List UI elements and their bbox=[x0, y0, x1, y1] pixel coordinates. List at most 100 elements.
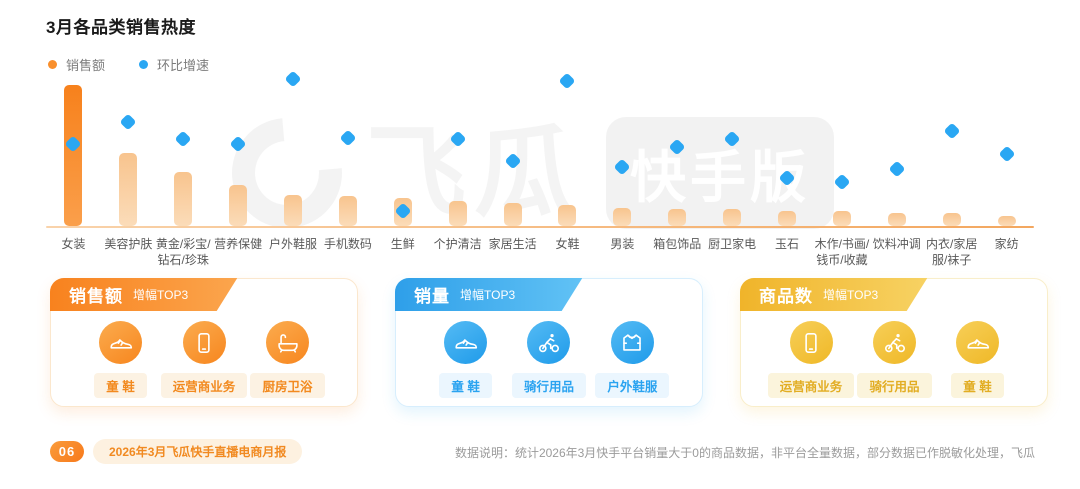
top3-item-label: 童 鞋 bbox=[951, 373, 1004, 398]
top3-item: 童 鞋 bbox=[936, 321, 1019, 398]
top3-item: 童 鞋 bbox=[424, 321, 507, 398]
sales-bar[interactable] bbox=[174, 172, 193, 226]
chart-column bbox=[760, 72, 815, 226]
sales-bar[interactable] bbox=[887, 213, 906, 226]
category-sales-chart: 女装美容护肤黄金/彩宝/ 钻石/珍珠营养保健户外鞋服手机数码生鲜个护清洁家居生活… bbox=[46, 70, 1034, 268]
top3-item-label: 运营商业务 bbox=[160, 373, 248, 398]
card-items: 童 鞋 运营商业务 厨房卫浴 bbox=[51, 321, 357, 398]
legend-item-sales[interactable]: 销售额 bbox=[48, 55, 105, 74]
chart-column bbox=[430, 72, 485, 226]
smartphone-icon bbox=[182, 321, 226, 364]
sales-bar[interactable] bbox=[832, 210, 851, 226]
legend-sales-label: 销售额 bbox=[66, 58, 106, 73]
top3-cards: 销售额 增幅TOP3 童 鞋 运营商业务 厨房卫浴 销量 bbox=[50, 278, 1048, 407]
top3-item: 厨房卫浴 bbox=[246, 321, 329, 398]
top3-card-product-count: 商品数 增幅TOP3 运营商业务 骑行用品 童 鞋 bbox=[740, 278, 1048, 407]
growth-dot[interactable] bbox=[888, 160, 906, 178]
sales-bar[interactable] bbox=[558, 204, 577, 226]
growth-dot[interactable] bbox=[998, 145, 1016, 163]
chart-column bbox=[320, 72, 375, 226]
page-title: 3月各品类销售热度 bbox=[46, 18, 196, 37]
jacket-icon bbox=[610, 321, 654, 364]
growth-dot[interactable] bbox=[229, 135, 247, 153]
growth-dot[interactable] bbox=[778, 169, 796, 186]
category-label: 女鞋 bbox=[555, 237, 580, 251]
sales-bar[interactable] bbox=[448, 200, 467, 226]
top3-item-label: 运营商业务 bbox=[767, 373, 855, 398]
shoe-icon bbox=[956, 321, 999, 364]
x-axis-labels: 女装美容护肤黄金/彩宝/ 钻石/珍珠营养保健户外鞋服手机数码生鲜个护清洁家居生活… bbox=[46, 237, 1034, 268]
growth-dot[interactable] bbox=[504, 152, 522, 170]
top3-card-sales-volume: 销量 增幅TOP3 童 鞋 骑行用品 户外鞋服 bbox=[395, 278, 703, 407]
x-axis-line bbox=[46, 226, 1034, 228]
top3-item-label: 童 鞋 bbox=[94, 373, 147, 398]
growth-dot[interactable] bbox=[558, 72, 576, 89]
sales-bar[interactable] bbox=[64, 85, 83, 226]
category-label: 家纺 bbox=[994, 237, 1019, 251]
top3-item-label: 童 鞋 bbox=[439, 373, 492, 398]
category-label: 个护清洁 bbox=[433, 237, 482, 251]
chart-column bbox=[101, 72, 156, 226]
sales-bar[interactable] bbox=[503, 203, 522, 226]
bathtub-icon bbox=[266, 321, 309, 364]
sales-bar[interactable] bbox=[997, 216, 1016, 226]
growth-dot[interactable] bbox=[284, 70, 302, 88]
top3-item: 骑行用品 bbox=[507, 321, 590, 398]
growth-dot[interactable] bbox=[339, 129, 357, 147]
growth-dot[interactable] bbox=[723, 130, 741, 148]
top3-item: 户外鞋服 bbox=[591, 321, 674, 398]
category-label: 玉石 bbox=[775, 237, 800, 251]
category-label: 内衣/家居 服/袜子 bbox=[926, 237, 978, 267]
category-label: 手机数码 bbox=[323, 237, 372, 251]
card-header-ribbon: 商品数 增幅TOP3 bbox=[740, 278, 928, 311]
cyclist-icon bbox=[527, 321, 571, 364]
category-label: 男装 bbox=[610, 237, 635, 251]
sales-bar[interactable] bbox=[942, 213, 961, 226]
chart-column bbox=[540, 72, 595, 226]
shoe-icon bbox=[99, 321, 142, 364]
sales-bar[interactable] bbox=[229, 185, 248, 226]
card-subtitle: 增幅TOP3 bbox=[823, 288, 879, 302]
chart-column bbox=[46, 72, 101, 226]
chart-column bbox=[595, 72, 650, 226]
chart-column bbox=[650, 72, 705, 226]
growth-dot[interactable] bbox=[943, 122, 961, 139]
growth-dot[interactable] bbox=[174, 130, 192, 148]
chart-column bbox=[211, 72, 266, 226]
sales-bar[interactable] bbox=[668, 209, 687, 226]
legend-growth-label: 环比增速 bbox=[157, 58, 210, 73]
card-subtitle: 增幅TOP3 bbox=[133, 288, 189, 302]
category-label: 饮料冲调 bbox=[872, 237, 921, 251]
sales-bar[interactable] bbox=[778, 210, 797, 226]
sales-bar[interactable] bbox=[119, 152, 138, 226]
card-header-ribbon: 销售额 增幅TOP3 bbox=[50, 278, 238, 311]
data-note: 数据说明：统计2026年3月快手平台销量大于0的商品数据，非平台全量数据，部分数… bbox=[454, 446, 1035, 460]
chart-legend: 销售额 环比增速 bbox=[48, 55, 209, 74]
growth-legend-dot-icon bbox=[139, 60, 149, 69]
card-items: 运营商业务 骑行用品 童 鞋 bbox=[741, 321, 1047, 398]
top3-item-label: 骑行用品 bbox=[511, 373, 586, 398]
chart-column bbox=[814, 72, 869, 226]
report-title-pill: 2026年3月飞瓜快手直播电商月报 bbox=[93, 439, 303, 464]
chart-column bbox=[375, 72, 430, 226]
chart-plot-area bbox=[46, 70, 1034, 226]
sales-bar[interactable] bbox=[723, 209, 742, 226]
growth-dot[interactable] bbox=[119, 113, 137, 131]
growth-dot[interactable] bbox=[613, 158, 631, 176]
category-label: 户外鞋服 bbox=[269, 237, 318, 251]
shoe-icon bbox=[444, 321, 488, 364]
chart-column bbox=[156, 72, 211, 226]
sales-bar[interactable] bbox=[338, 196, 357, 226]
chart-column bbox=[705, 72, 760, 226]
growth-dot[interactable] bbox=[833, 173, 851, 191]
category-label: 厨卫家电 bbox=[708, 237, 757, 251]
category-label: 家居生活 bbox=[488, 237, 537, 251]
sales-bar[interactable] bbox=[284, 195, 302, 226]
sales-bar[interactable] bbox=[613, 207, 632, 226]
sales-legend-dot-icon bbox=[48, 60, 57, 69]
growth-dot[interactable] bbox=[668, 138, 686, 156]
growth-dot[interactable] bbox=[449, 130, 467, 148]
legend-item-growth[interactable]: 环比增速 bbox=[139, 55, 209, 74]
category-label: 黄金/彩宝/ 钻石/珍珠 bbox=[155, 237, 211, 267]
